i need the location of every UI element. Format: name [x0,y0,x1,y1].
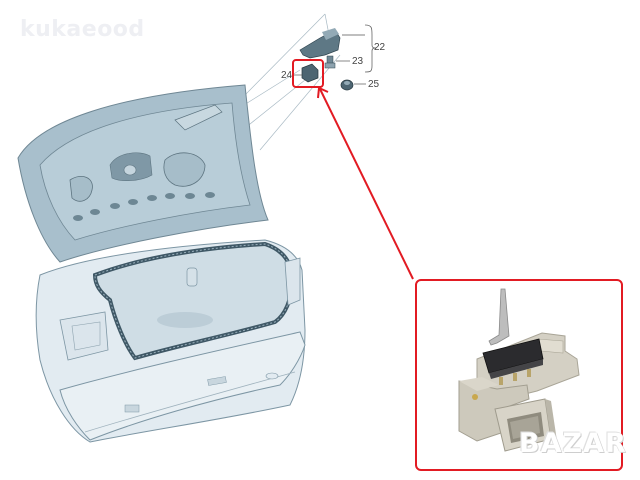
part-22-bracket [299,24,377,73]
callout-22: 22 [374,42,386,53]
highlight-box-part-24 [292,59,324,88]
trunk-lid [17,84,269,263]
watermark-kukaeood: kukaeood [20,17,145,42]
callout-24: 24 [281,70,293,81]
car-rear-body [35,239,306,443]
micro-switch-illustration [458,288,580,452]
inset-photo-switch [415,279,623,471]
part-24-switch [294,63,319,83]
part-25-nut [340,79,366,91]
red-arrow [317,86,414,280]
callout-23: 23 [352,56,364,67]
part-23-pin [324,55,350,69]
watermark-bazar: BAZAR [519,428,627,459]
callout-25: 25 [368,79,380,90]
